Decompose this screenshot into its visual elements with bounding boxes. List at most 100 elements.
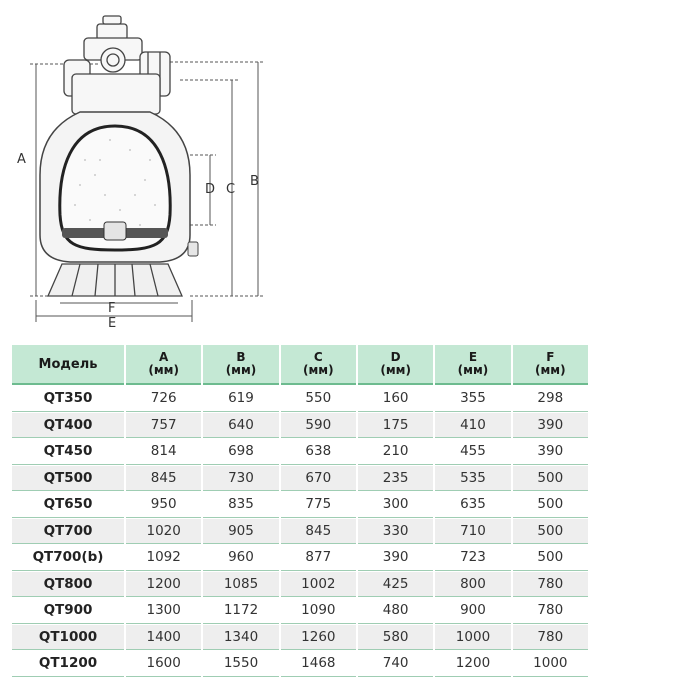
dimension-cell: 814 — [126, 439, 202, 465]
dimension-cell: 410 — [435, 412, 511, 438]
model-cell: QT350 — [12, 386, 124, 412]
column-header-unit: (мм) — [148, 363, 179, 377]
dimension-cell: 775 — [280, 492, 356, 518]
column-header-unit: (мм) — [457, 363, 489, 377]
dimension-cell: 580 — [357, 624, 434, 650]
dimension-cell: 726 — [126, 386, 202, 412]
dimension-cell: 670 — [280, 465, 356, 491]
model-cell: QT500 — [12, 465, 124, 491]
dimension-cell: 845 — [280, 518, 356, 544]
dimension-cell: 1085 — [203, 571, 279, 597]
dimension-cell: 300 — [357, 492, 434, 518]
dimension-cell: 877 — [280, 545, 356, 571]
dimension-cell: 1200 — [126, 571, 202, 597]
filter-diagram: A B C D E F — [17, 15, 264, 331]
dimension-cell: 455 — [435, 439, 511, 465]
dimension-cell: 800 — [435, 571, 511, 597]
multiport-valve — [63, 15, 171, 115]
dimension-cell: 1002 — [280, 571, 356, 597]
dimension-label-a: A — [17, 152, 26, 167]
dimension-label-f: F — [108, 301, 115, 316]
column-header-label: F — [546, 350, 555, 364]
dimension-cell: 640 — [203, 412, 279, 438]
model-cell: QT400 — [12, 412, 124, 438]
dimension-cell: 1340 — [203, 624, 279, 650]
dimension-cell: 635 — [435, 492, 511, 518]
dimension-cell: 1092 — [126, 545, 202, 571]
dimension-cell: 905 — [203, 518, 279, 544]
dimension-label-d: D — [205, 182, 215, 197]
dimension-cell: 757 — [126, 412, 202, 438]
column-header-label: Модель — [38, 356, 98, 372]
dimension-cell: 1260 — [280, 624, 356, 650]
dimension-cell: 780 — [512, 571, 588, 597]
column-header-a: A(мм) — [126, 345, 202, 385]
column-header-model: Модель — [12, 345, 124, 385]
dimension-cell: 480 — [357, 598, 434, 624]
column-header-b: B(мм) — [203, 345, 279, 385]
dimension-cell: 500 — [512, 465, 588, 491]
dimension-cell: 390 — [512, 412, 588, 438]
model-cell: QT800 — [12, 571, 124, 597]
dimension-cell: 740 — [357, 651, 434, 677]
model-cell: QT450 — [12, 439, 124, 465]
dimension-cell: 1020 — [126, 518, 202, 544]
column-header-d: D(мм) — [357, 345, 434, 385]
dimension-label-b: B — [250, 174, 259, 189]
filter-base — [47, 263, 183, 297]
dimension-cell: 845 — [126, 465, 202, 491]
model-cell: QT700(b) — [12, 545, 124, 571]
dimension-cell: 160 — [357, 386, 434, 412]
column-header-e: E(мм) — [435, 345, 511, 385]
dimension-cell: 638 — [280, 439, 356, 465]
column-header-label: C — [313, 350, 323, 364]
dimension-cell: 500 — [512, 518, 588, 544]
dimension-cell: 550 — [280, 386, 356, 412]
dimension-cell: 210 — [357, 439, 434, 465]
model-cell: QT1200 — [12, 651, 124, 677]
dimension-cell: 1172 — [203, 598, 279, 624]
model-cell: QT650 — [12, 492, 124, 518]
dimension-cell: 950 — [126, 492, 202, 518]
column-header-unit: (мм) — [535, 363, 566, 377]
dimension-cell: 835 — [203, 492, 279, 518]
column-header-c: C(мм) — [280, 345, 356, 385]
column-header-label: D — [390, 350, 401, 364]
dimension-cell: 1000 — [435, 624, 511, 650]
column-header-unit: (мм) — [303, 363, 334, 377]
filter-tank — [39, 111, 199, 263]
dimension-cell: 900 — [435, 598, 511, 624]
dimension-cell: 723 — [435, 545, 511, 571]
dimension-cell: 780 — [512, 598, 588, 624]
dimension-cell: 425 — [357, 571, 434, 597]
column-header-label: B — [236, 350, 246, 364]
dimension-cell: 390 — [512, 439, 588, 465]
dimension-cell: 330 — [357, 518, 434, 544]
dimension-cell: 619 — [203, 386, 279, 412]
dimension-label-e: E — [108, 316, 116, 331]
dimension-cell: 235 — [357, 465, 434, 491]
dimension-cell: 298 — [512, 386, 588, 412]
dimension-cell: 1550 — [203, 651, 279, 677]
column-header-label: A — [159, 350, 169, 364]
dimension-cell: 1600 — [126, 651, 202, 677]
dimension-cell: 1300 — [126, 598, 202, 624]
model-cell: QT1000 — [12, 624, 124, 650]
column-header-unit: (мм) — [225, 363, 257, 377]
model-cell: QT700 — [12, 518, 124, 544]
dimension-cell: 390 — [357, 545, 434, 571]
dimension-cell: 590 — [280, 412, 356, 438]
column-header-label: E — [468, 350, 478, 364]
